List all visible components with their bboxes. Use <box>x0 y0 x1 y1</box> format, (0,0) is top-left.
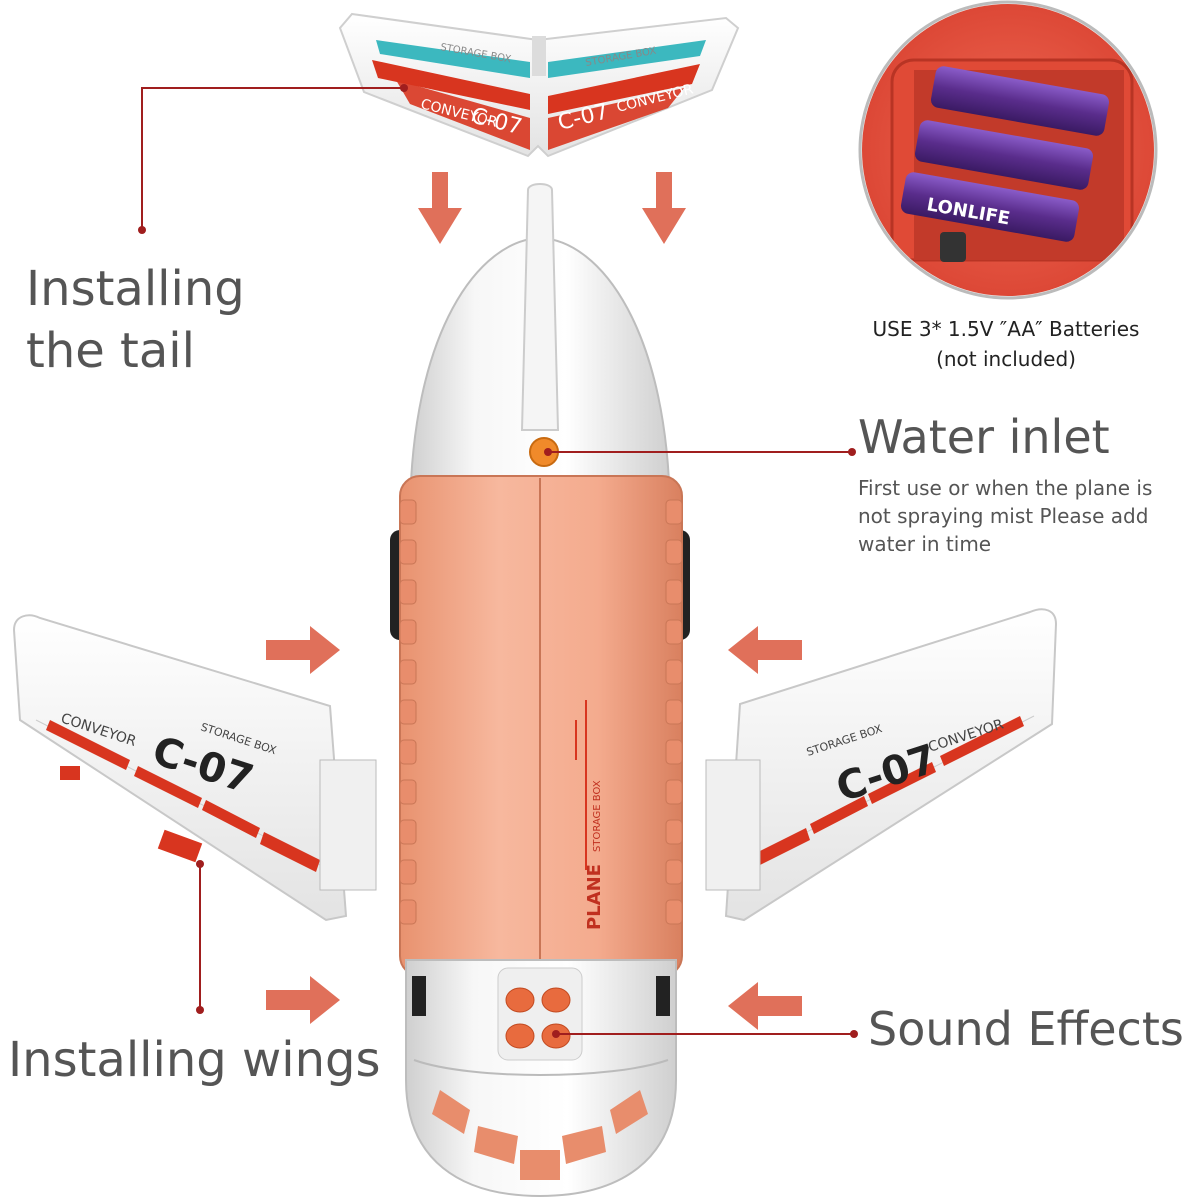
leader-lines <box>138 84 858 1038</box>
battery-note: USE 3* 1.5V ″AA″ Batteries (not included… <box>836 314 1176 374</box>
battery-cell <box>914 120 1094 190</box>
sound-buttons <box>505 987 571 1049</box>
caption-installing-tail: Installing the tail <box>26 258 245 382</box>
caption-tail-line1: Installing <box>26 261 245 317</box>
caption-tail-line2: the tail <box>26 323 195 379</box>
right-arrow-lower-left <box>266 976 340 1024</box>
down-arrow-left <box>418 172 462 244</box>
caption-installing-wings: Installing wings <box>8 1032 381 1088</box>
sound-button <box>505 987 535 1013</box>
battery-inset: LONLIFE <box>858 0 1158 300</box>
left-wing: CONVEYOR C-07 STORAGE BOX <box>12 614 377 922</box>
down-arrow-right <box>642 172 686 244</box>
leader-tail <box>141 87 404 230</box>
fuselage-decal-plane: PLANE <box>584 864 605 930</box>
left-arrow-upper-right <box>728 626 802 674</box>
battery-note-line2: (not included) <box>936 347 1076 371</box>
sound-button <box>505 1023 535 1049</box>
caption-water-inlet-desc: First use or when the plane is not spray… <box>858 476 1153 556</box>
wing-arrows <box>266 626 802 1030</box>
fuselage-decal-storage: STORAGE BOX <box>592 780 603 852</box>
battery-note-line1: USE 3* 1.5V ″AA″ Batteries <box>872 317 1140 341</box>
battery-cell <box>930 66 1110 136</box>
left-arrow-lower-right <box>728 982 802 1030</box>
caption-water-inlet: Water inlet <box>858 410 1110 464</box>
battery-cells <box>900 66 1110 242</box>
fuselage: PLANE STORAGE BOX <box>390 183 690 1198</box>
sound-button <box>541 987 571 1013</box>
right-wing: CONVEYOR C-07 STORAGE BOX <box>705 608 1058 922</box>
tail-arrows <box>418 172 686 244</box>
right-arrow-upper-left <box>266 626 340 674</box>
battery-cell <box>900 172 1080 242</box>
caption-sound-effects: Sound Effects <box>868 1002 1184 1056</box>
tail-piece: CONVEYOR C-07 C-07 CONVEYOR STORAGE BOX … <box>338 12 740 158</box>
